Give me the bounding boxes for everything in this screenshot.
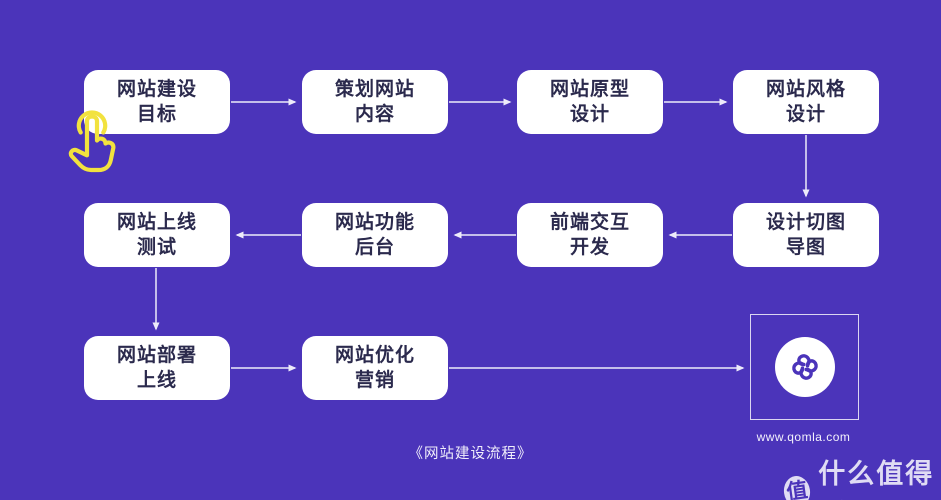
tap-ring [76, 110, 108, 135]
node-online-testing: 网站上线 测试 [84, 203, 230, 267]
node-label-line: 网站优化 [334, 345, 415, 366]
node-label-line: 后台 [354, 237, 395, 258]
node-label-line: 内容 [354, 104, 395, 125]
logo-circle [774, 337, 835, 397]
node-label-line: 开发 [569, 237, 610, 258]
node-label-line: 设计切图 [765, 212, 846, 233]
zhi-badge-char: 值 [785, 478, 810, 500]
node-label-line: 设计 [569, 104, 610, 125]
node-label-line: 网站上线 [116, 212, 197, 233]
node-optimize-marketing: 网站优化 营销 [302, 336, 448, 400]
node-label-line: 策划网站 [334, 79, 415, 100]
node-label-line: 目标 [136, 104, 177, 125]
node-style-design: 网站风格 设计 [733, 70, 879, 134]
watermark: 值 什么值得买 [781, 452, 941, 500]
node-frontend-dev: 前端交互 开发 [517, 203, 663, 267]
node-label-line: 网站原型 [549, 79, 630, 100]
node-label-line: 导图 [785, 237, 826, 258]
node-label-line: 网站建设 [116, 79, 197, 100]
node-label-line: 设计 [785, 104, 826, 125]
node-label-line: 网站部署 [116, 345, 197, 366]
logo-url: www.qomla.com [756, 430, 851, 444]
logo-frame [750, 314, 859, 420]
tap-hand-icon [68, 110, 116, 173]
node-label-line: 网站功能 [334, 212, 415, 233]
node-prototype-design: 网站原型 设计 [517, 70, 663, 134]
node-design-slicing: 设计切图 导图 [733, 203, 879, 267]
node-label-line: 网站风格 [765, 79, 846, 100]
watermark-text: 什么值得买 [818, 459, 935, 500]
node-label-line: 上线 [136, 370, 177, 391]
node-backend-features: 网站功能 后台 [302, 203, 448, 267]
node-label-line: 前端交互 [549, 212, 630, 233]
node-label-line: 营销 [354, 370, 395, 391]
node-plan-content: 策划网站 内容 [302, 70, 448, 134]
node-deploy-online: 网站部署 上线 [84, 336, 230, 400]
qomla-clover-icon [791, 354, 818, 380]
diagram-caption: 《网站建设流程》 [408, 446, 533, 462]
tap-hand [68, 114, 116, 173]
node-website-goal: 网站建设 目标 [84, 70, 230, 134]
zhi-badge-icon: 值 [781, 473, 813, 500]
node-label-line: 测试 [136, 237, 177, 258]
